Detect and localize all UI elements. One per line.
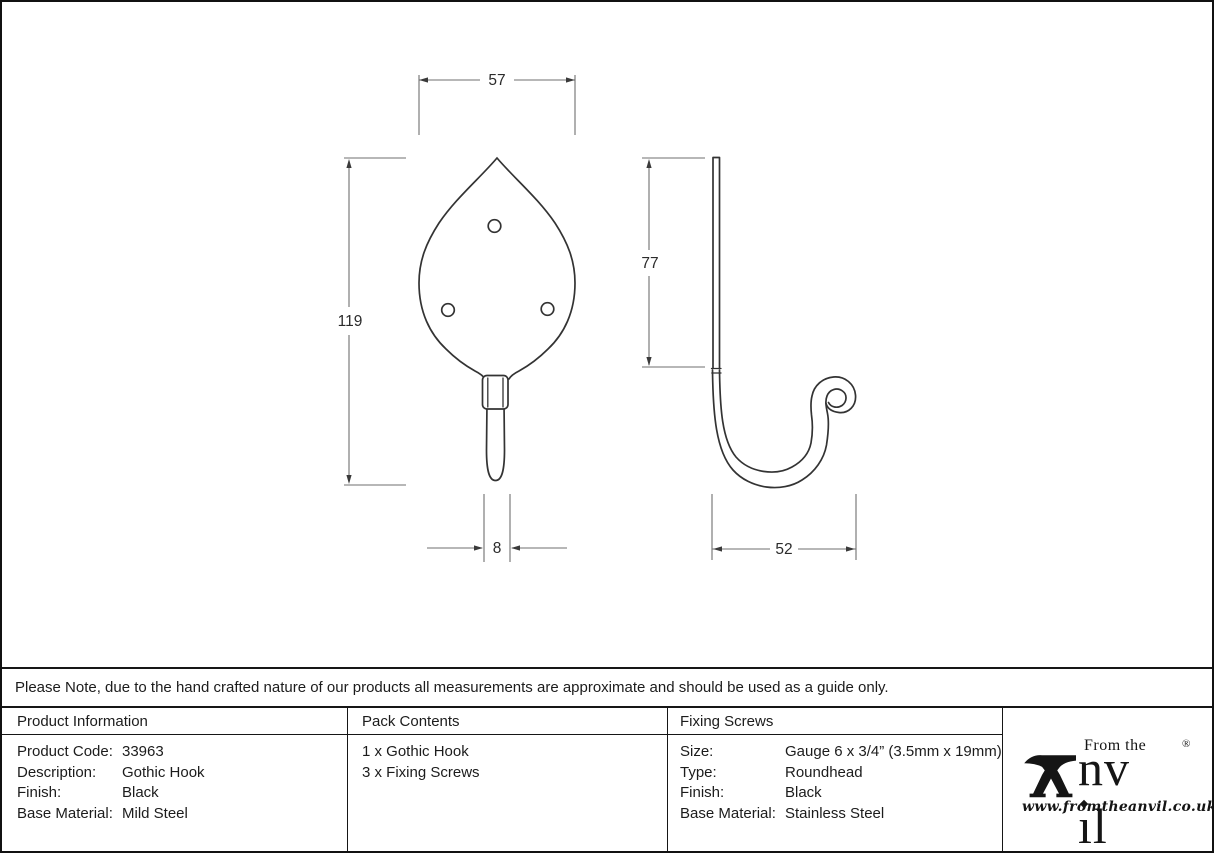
front-view-outline — [418, 156, 576, 482]
collar-inner-lines — [487, 377, 504, 408]
registered-mark: ® — [1182, 737, 1191, 750]
technical-drawing: 57 119 8 77 52 — [338, 72, 857, 562]
hook-outer-edge — [711, 369, 847, 489]
pack-item: 1 x Gothic Hook — [362, 743, 469, 760]
row-label: Finish: — [680, 784, 725, 801]
column-divider-3 — [1001, 706, 1004, 851]
leaf-plate-outline — [418, 156, 576, 380]
dimension-arrows — [346, 77, 855, 552]
row-value: 33963 — [122, 743, 164, 760]
pack-item: 3 x Fixing Screws — [362, 764, 480, 781]
row-value: Mild Steel — [122, 805, 188, 822]
screw-hole-left — [440, 302, 456, 318]
row-value: Gothic Hook — [122, 764, 205, 781]
dim-57-extensions — [418, 75, 576, 135]
row-value: Black — [122, 784, 159, 801]
measurement-note: Please Note, due to the hand crafted nat… — [15, 678, 889, 696]
dimension-lines — [344, 75, 857, 562]
row-label: Base Material: — [680, 805, 776, 822]
header-fixing-screws: Fixing Screws — [680, 713, 774, 730]
column-divider-1 — [346, 706, 349, 851]
hook-inner-edge — [718, 369, 857, 473]
dim-77-extensions — [642, 157, 705, 368]
row-label: Size: — [680, 743, 714, 760]
row-label: Type: — [680, 764, 717, 781]
logo-tagline: From the — [1084, 736, 1147, 754]
logo-website: www.fromtheanvil.co.uk — [1022, 798, 1214, 815]
row-value: Gauge 6 x 3/4” (3.5mm x 19mm) — [785, 743, 1002, 760]
screw-hole-right — [540, 301, 555, 317]
row-label: Product Code: — [17, 743, 113, 760]
plate-edge — [712, 156, 721, 369]
row-value: Black — [785, 784, 822, 801]
column-divider-2 — [666, 706, 669, 851]
table-top-border — [2, 706, 1212, 708]
dim-77-label: 77 — [641, 255, 658, 272]
dim-119-extensions — [344, 157, 406, 486]
row-value: Stainless Steel — [785, 805, 885, 822]
dim-8-extensions — [483, 494, 511, 562]
row-value: Roundhead — [785, 764, 863, 781]
dim-52-label: 52 — [775, 541, 792, 558]
screw-hole-top — [487, 218, 502, 234]
header-pack-contents: Pack Contents — [362, 713, 460, 730]
anvil-icon — [1024, 754, 1076, 797]
dim-8-label: 8 — [493, 540, 502, 557]
dim-119-label: 119 — [338, 313, 363, 330]
side-view-outline — [710, 156, 857, 489]
note-row-top-border — [2, 667, 1212, 669]
header-bottom-border — [2, 733, 1003, 736]
row-label: Base Material: — [17, 805, 113, 822]
stem-collar — [481, 374, 509, 410]
row-label: Description: — [17, 764, 97, 781]
dim-57-label: 57 — [488, 72, 505, 89]
header-product-information: Product Information — [17, 713, 148, 730]
stem-outline — [485, 401, 506, 482]
dimension-labels: 57 119 8 77 52 — [338, 72, 793, 558]
row-label: Finish: — [17, 784, 62, 801]
